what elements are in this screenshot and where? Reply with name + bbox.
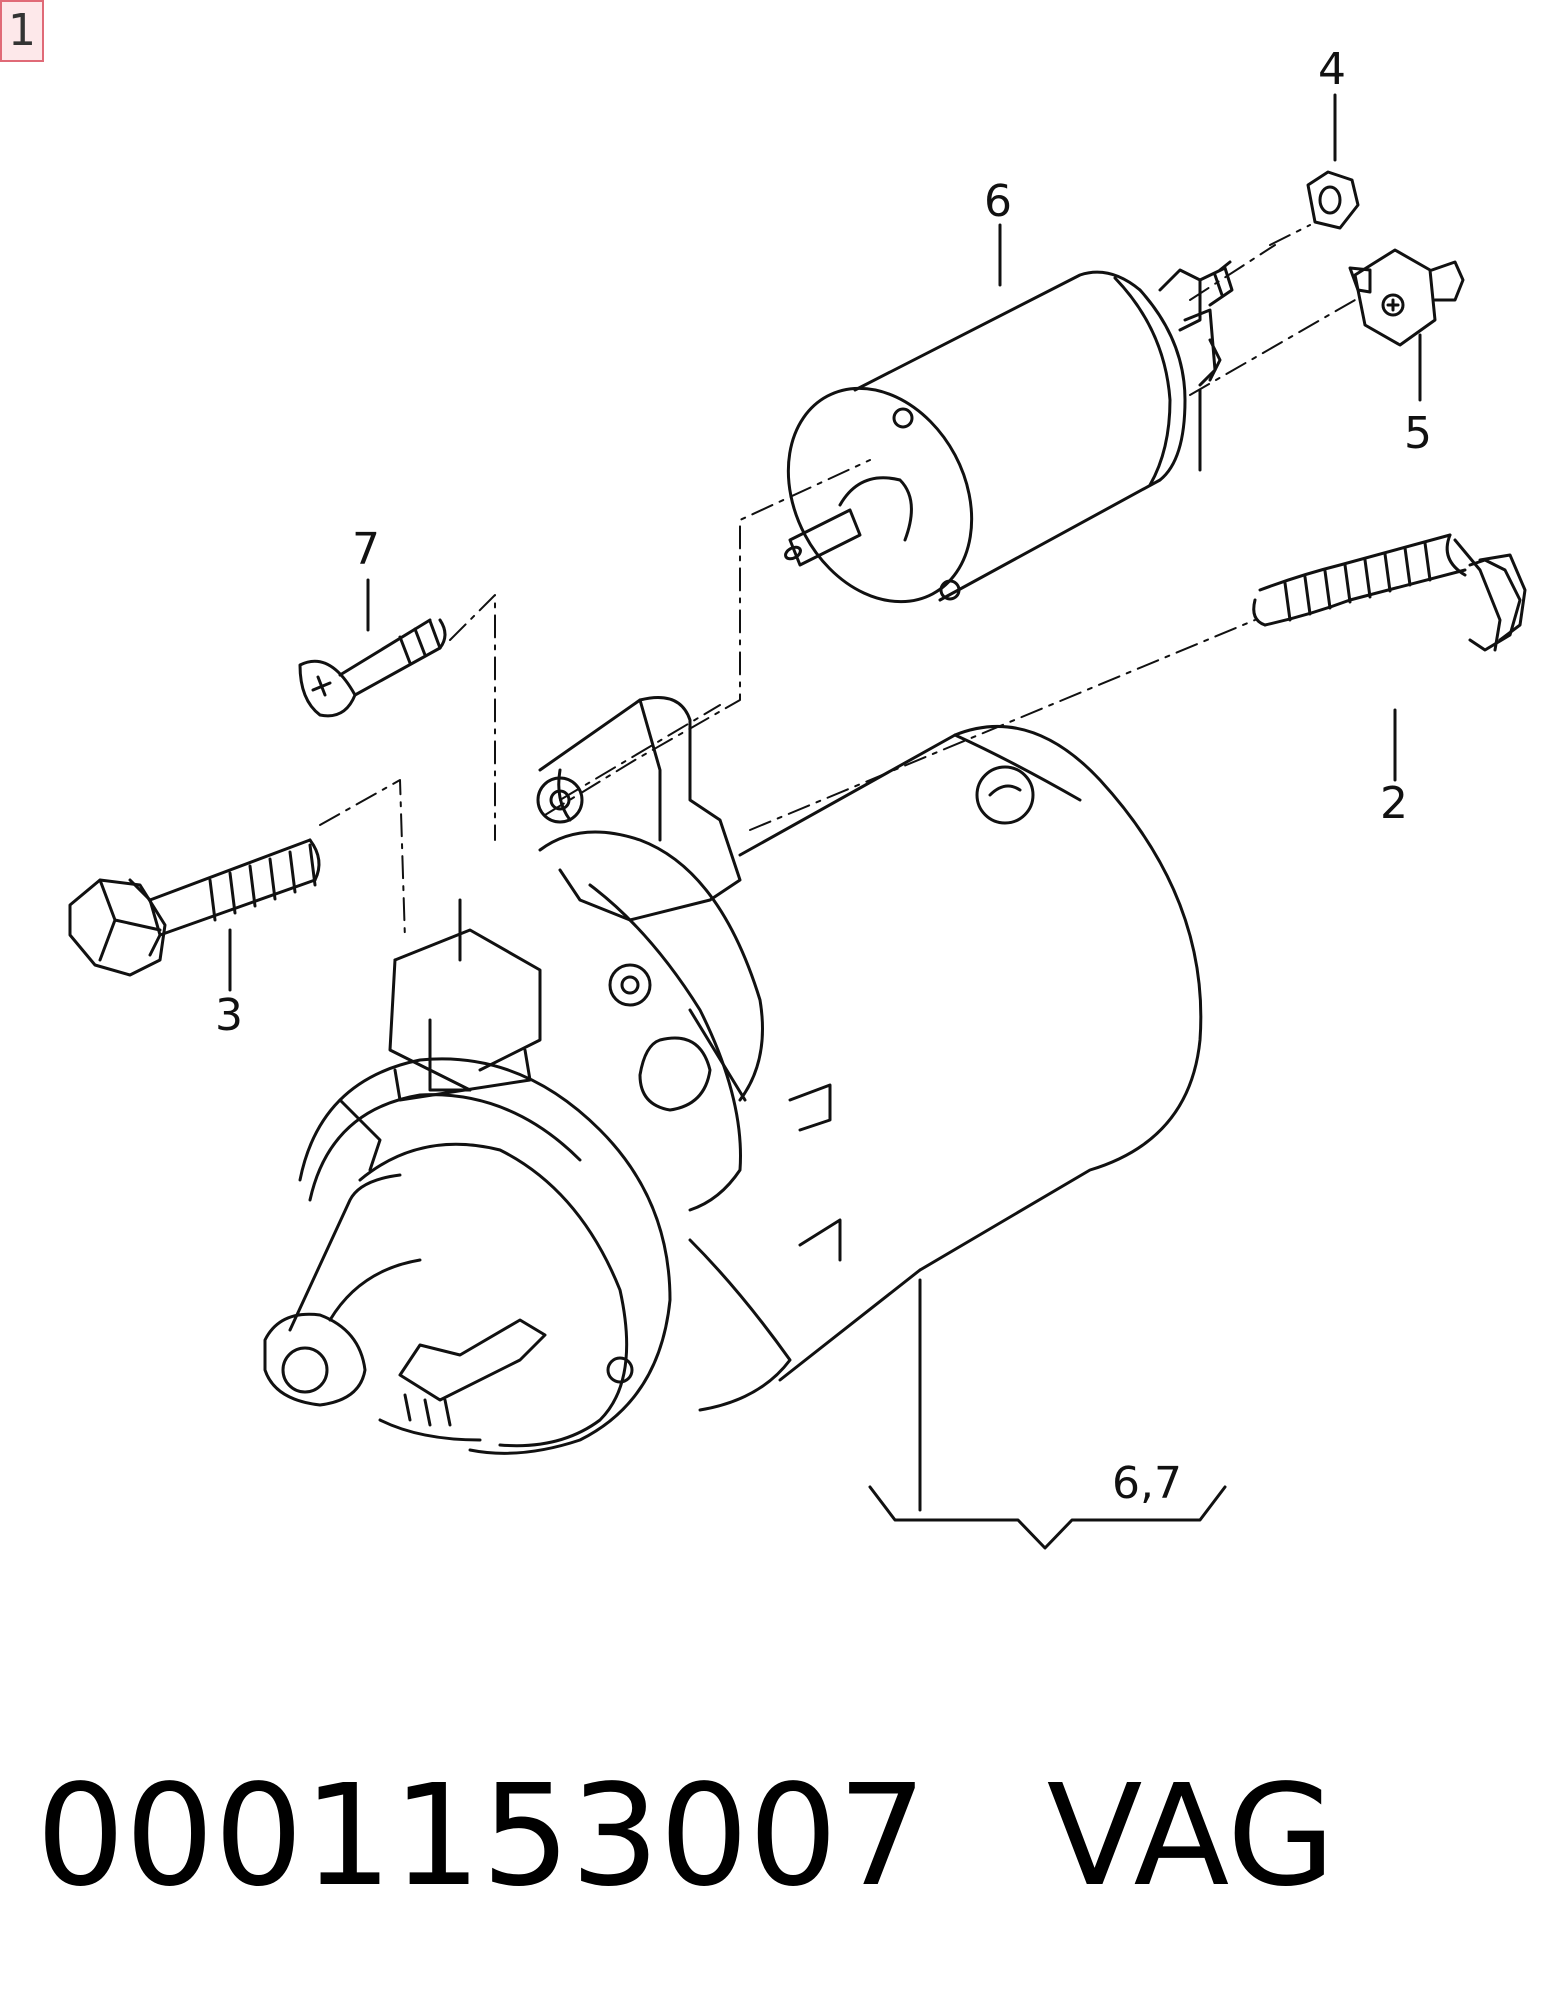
callout-2: 2 (1380, 778, 1408, 829)
starter-motor-exploded-diagram (68, 93, 1527, 1550)
callout-3: 3 (215, 990, 243, 1041)
starter-motor-body (263, 696, 1203, 1455)
brand-name: VAG (1046, 1755, 1336, 1918)
assembly-center-lines (319, 224, 1356, 941)
callout-1-highlighted[interactable]: 1 (0, 0, 44, 62)
callout-6-7: 6,7 (1112, 1458, 1182, 1509)
bolt-3 (68, 838, 321, 992)
callout-6: 6 (984, 176, 1012, 227)
callout-5: 5 (1404, 408, 1432, 459)
callout-7: 7 (352, 524, 380, 575)
assembly-bracket (868, 1278, 1227, 1550)
hex-nut (1306, 93, 1360, 230)
terminal-connector (1348, 248, 1465, 402)
bolt-2 (1252, 533, 1527, 782)
screw-7 (298, 578, 447, 718)
part-number: 0001153007 (36, 1755, 927, 1918)
solenoid-switch (784, 260, 1234, 604)
callout-4: 4 (1318, 44, 1346, 95)
